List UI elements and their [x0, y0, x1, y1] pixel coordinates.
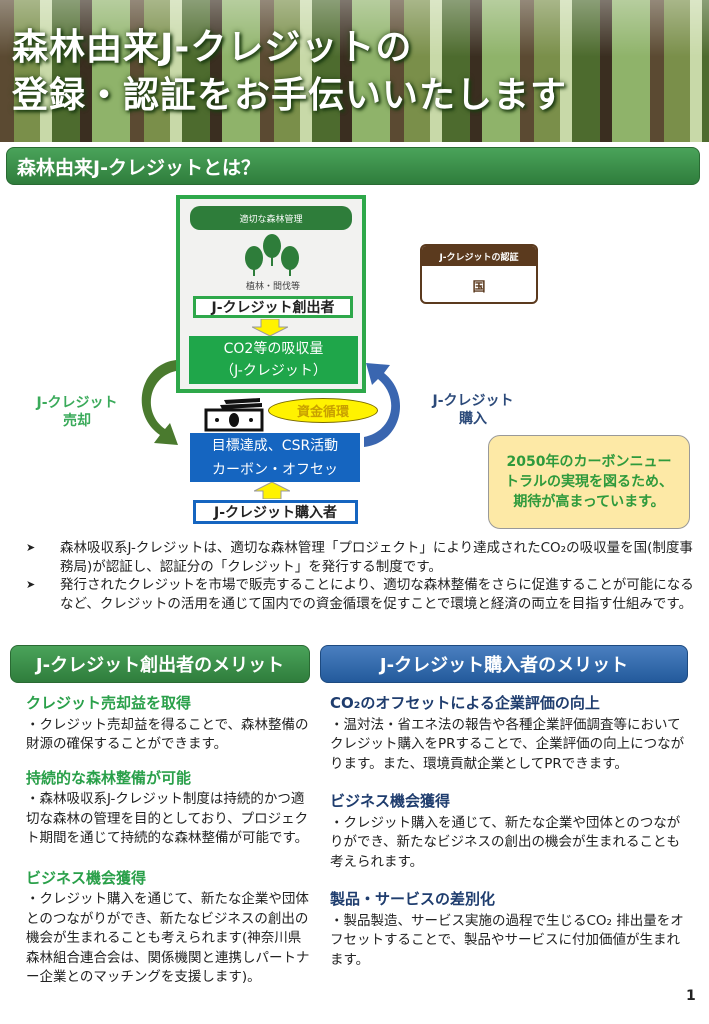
- description-item: 発行されたクレジットを市場で販売することにより、適切な森林整備をさらに促進するこ…: [26, 576, 706, 613]
- description-item: 森林吸収系J-クレジットは、適切な森林管理「プロジェクト」により達成されたCO₂…: [26, 539, 706, 576]
- sell-label-line1: J-クレジット: [36, 395, 118, 411]
- hero-title-line1: 森林由来J-クレジットの: [12, 27, 413, 68]
- certification-header: J-クレジットの認証: [422, 246, 536, 266]
- description-list: 森林吸収系J-クレジットは、適切な森林管理「プロジェクト」により達成されたCO₂…: [26, 539, 706, 613]
- merit-heading: クレジット売却益を取得: [26, 694, 192, 712]
- merit-heading: 持続的な森林整備が可能: [26, 768, 192, 787]
- absorption-line1: CO2等の吸収量: [223, 341, 324, 357]
- absorption-box: CO2等の吸収量 （J-クレジット）: [189, 336, 358, 384]
- merit-heading: CO₂のオフセットによる企業評価の向上: [330, 694, 600, 712]
- certification-body: 国: [472, 279, 486, 295]
- down-arrow-icon: [252, 319, 288, 336]
- merit-body: ・クレジット売却益を得ることで、森林整備の財源の確保することができます。: [26, 716, 309, 753]
- note-line3: 期待が高まっています。: [513, 494, 665, 510]
- section-title-buyer-merits: J-クレジット購入者のメリット: [320, 645, 688, 683]
- buy-label: J-クレジット 購入: [418, 392, 528, 428]
- goal-line2: カーボン・オフセッ: [212, 461, 338, 478]
- buy-label-line1: J-クレジット: [432, 393, 514, 409]
- note-line2: トラルの実現を図るため、: [505, 474, 673, 490]
- merit-heading: 製品・サービスの差別化: [330, 890, 496, 908]
- management-pill: 適切な森林管理: [190, 206, 352, 230]
- section-title-about: 森林由来J-クレジットとは？: [6, 147, 700, 185]
- up-arrow-icon: [254, 482, 290, 499]
- buyer-label: J-クレジット購入者: [193, 500, 358, 524]
- creator-label: J-クレジット創出者: [193, 296, 353, 318]
- trees-icon: [245, 234, 299, 276]
- section-title-creator-merits: J-クレジット創出者のメリット: [10, 645, 310, 683]
- page-number: 1: [686, 988, 696, 1004]
- creator-merits-list: クレジット売却益を取得 ・クレジット売却益を得ることで、森林整備の財源の確保する…: [26, 694, 311, 988]
- absorption-line2: （J-クレジット）: [220, 363, 327, 379]
- sell-label: J-クレジット 売却: [22, 394, 132, 430]
- buy-arrow-icon: [364, 363, 401, 447]
- money-icon: [204, 398, 264, 432]
- merit-heading: ビジネス機会獲得: [330, 792, 451, 810]
- buy-label-line2: 購入: [459, 411, 487, 427]
- merit-body: ・クレジット購入を通じて、新たな企業や団体とのつながりができ、新たなビジネスの創…: [26, 891, 310, 985]
- merit-heading: ビジネス機会獲得: [26, 868, 147, 887]
- sell-arrow-icon: [141, 360, 178, 445]
- planting-label: 植林・間伐等: [245, 282, 300, 292]
- merit-body: ・クレジット購入を通じて、新たな企業や団体とのつながりができ、新たなビジネスの創…: [330, 814, 681, 870]
- carbon-neutral-note: 2050年のカーボンニュー トラルの実現を図るため、 期待が高まっています。: [488, 435, 690, 529]
- buyer-merits-list: CO₂のオフセットによる企業評価の向上 ・温対法・省エネ法の報告や各種企業評価調…: [330, 694, 685, 970]
- merit-body: ・森林吸収系J-クレジット制度は持続的かつ適切な森林の管理を目的としており、プロ…: [26, 791, 309, 846]
- hero-title-line2: 登録・認証をお手伝いいたします: [12, 75, 568, 116]
- hero-banner: 森林由来J-クレジットの 登録・認証をお手伝いいたします: [0, 0, 709, 142]
- sell-label-line2: 売却: [63, 413, 91, 429]
- goal-line1: 目標達成、CSR活動: [211, 437, 339, 454]
- note-line1: 2050年のカーボンニュー: [506, 454, 672, 470]
- goal-box: 目標達成、CSR活動 カーボン・オフセッ: [190, 433, 360, 482]
- merit-body: ・温対法・省エネ法の報告や各種企業評価調査等においてクレジット購入をPRすること…: [330, 716, 685, 772]
- fund-cycle-badge: 資金循環: [268, 398, 378, 423]
- certification-box: J-クレジットの認証 国: [420, 244, 538, 304]
- merit-body: ・製品製造、サービス実施の過程で生じるCO₂ 排出量をオフセットすることで、製品…: [330, 912, 684, 968]
